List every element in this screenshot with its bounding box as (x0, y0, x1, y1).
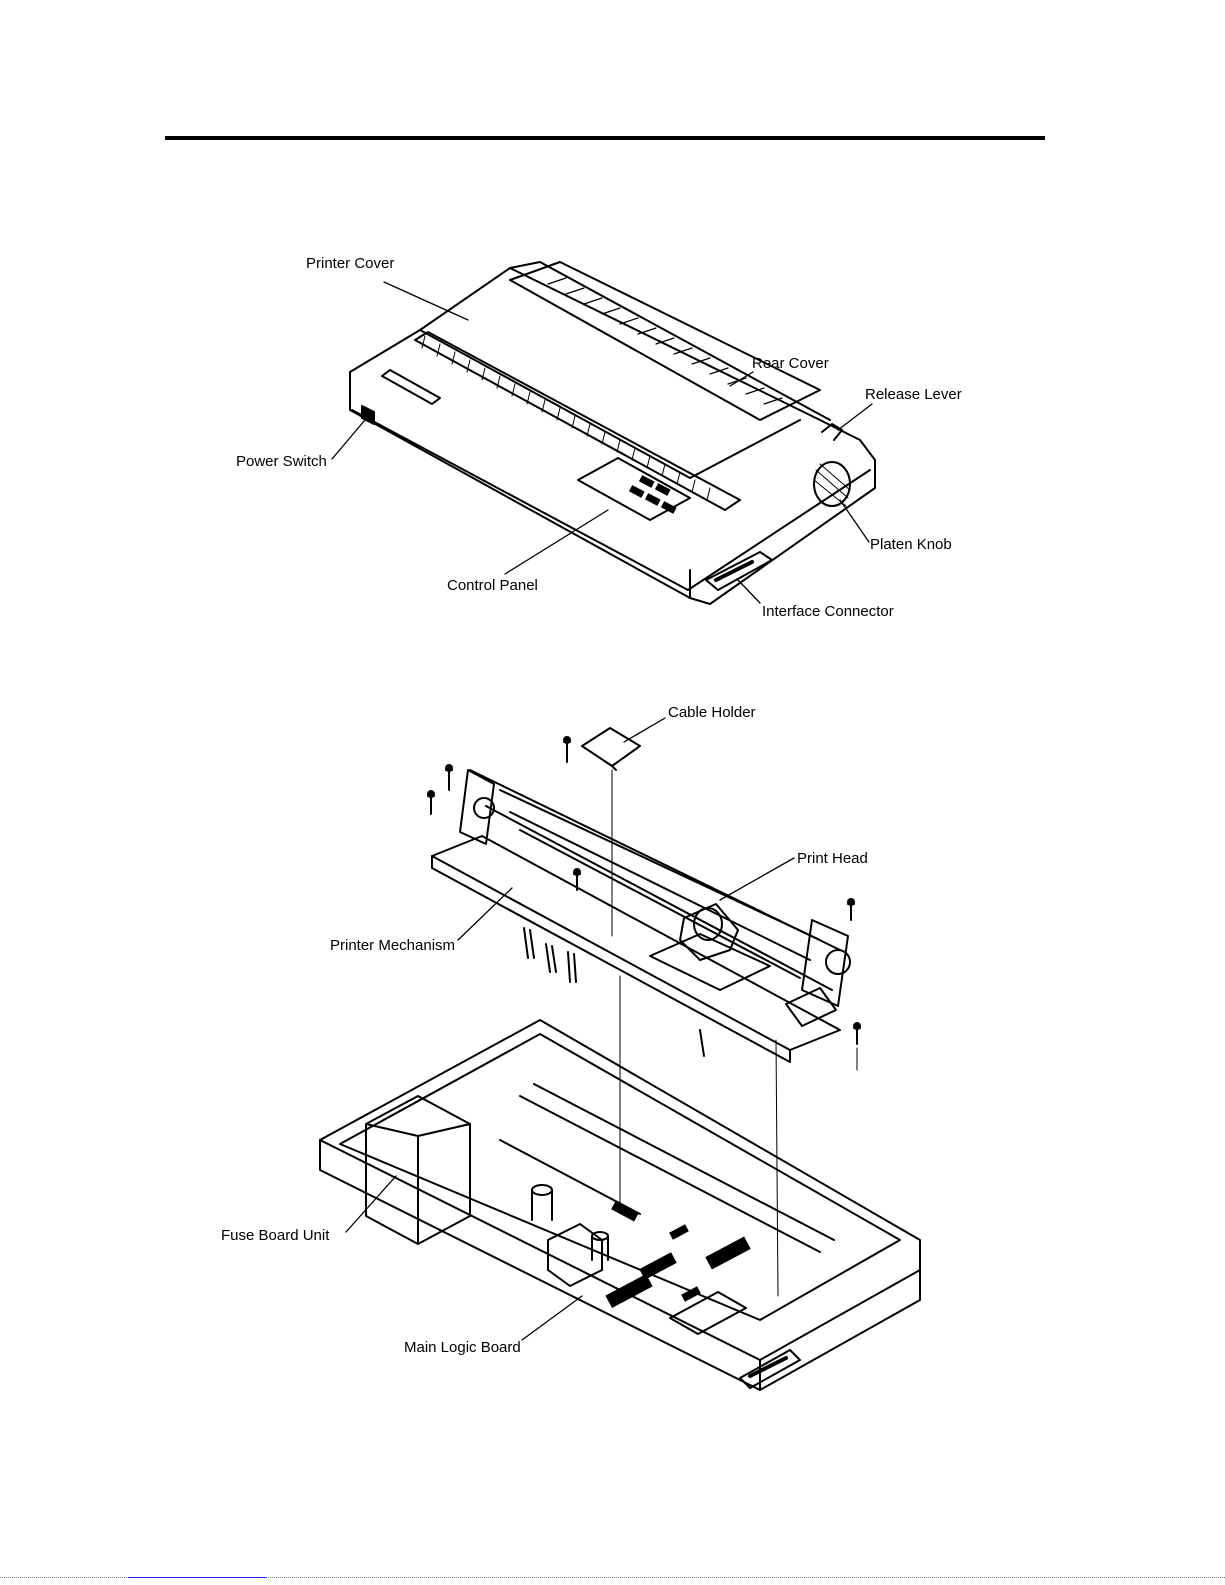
label-print-head: Print Head (797, 850, 868, 868)
label-printer-cover: Printer Cover (306, 255, 394, 273)
label-fuse-board-unit: Fuse Board Unit (221, 1227, 329, 1245)
label-rear-cover: Rear Cover (752, 355, 829, 373)
label-release-lever: Release Lever (865, 386, 962, 404)
label-printer-mechanism: Printer Mechanism (330, 937, 455, 955)
label-control-panel: Control Panel (447, 577, 538, 595)
label-power-switch: Power Switch (236, 453, 327, 471)
footer-link-underline (128, 1577, 266, 1578)
exploded-view-drawing (320, 718, 920, 1390)
label-interface-connector: Interface Connector (762, 603, 894, 621)
label-platen-knob: Platen Knob (870, 536, 952, 554)
label-cable-holder: Cable Holder (668, 704, 756, 722)
assembled-printer-drawing (332, 262, 875, 604)
label-main-logic-board: Main Logic Board (404, 1339, 521, 1357)
